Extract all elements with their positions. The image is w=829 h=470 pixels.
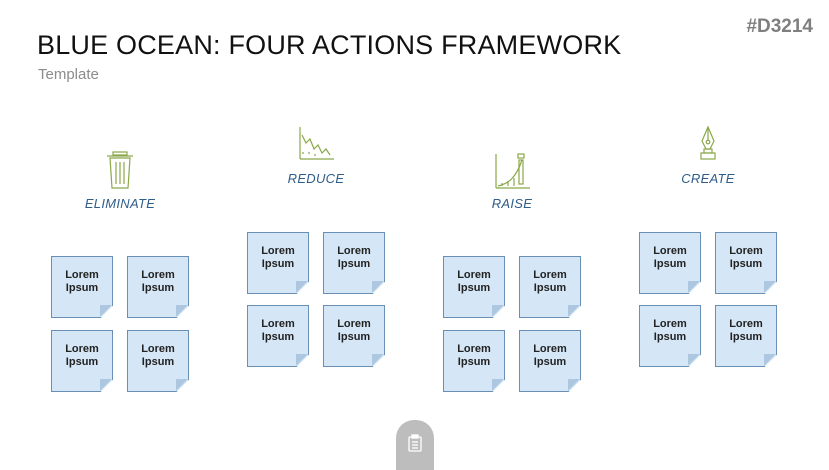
action-column-eliminate: ELIMINATE (40, 150, 200, 400)
sticky-note: Lorem Ipsum (443, 256, 505, 318)
sticky-note: Lorem Ipsum (639, 232, 701, 294)
fountain-pen-icon (700, 125, 716, 160)
sticky-note: Lorem Ipsum (519, 256, 581, 318)
action-column-create: CREATE (628, 125, 788, 375)
page-title: BLUE OCEAN: FOUR ACTIONS FRAMEWORK (37, 30, 622, 60)
sticky-note: Lorem Ipsum (323, 232, 385, 294)
action-label-eliminate: ELIMINATE (84, 196, 156, 211)
slide-code: #D3214 (746, 16, 813, 37)
trash-bin-icon (107, 151, 133, 189)
action-column-raise: RAISE (432, 150, 592, 400)
clipboard-icon (408, 434, 422, 452)
sticky-note: Lorem Ipsum (715, 305, 777, 367)
sticky-note: Lorem Ipsum (715, 232, 777, 294)
sticky-note: Lorem Ipsum (127, 256, 189, 318)
declining-chart-icon (299, 127, 334, 160)
rising-chart-icon (495, 153, 530, 189)
notes-tab[interactable] (396, 420, 434, 470)
action-label-reduce: REDUCE (287, 171, 345, 186)
sticky-note: Lorem Ipsum (639, 305, 701, 367)
sticky-note: Lorem Ipsum (443, 330, 505, 392)
sticky-note: Lorem Ipsum (127, 330, 189, 392)
sticky-note: Lorem Ipsum (247, 232, 309, 294)
action-label-raise: RAISE (491, 196, 533, 211)
action-label-create: CREATE (681, 171, 735, 186)
sticky-note: Lorem Ipsum (323, 305, 385, 367)
action-column-reduce: REDUCE (236, 125, 396, 375)
sticky-note: Lorem Ipsum (519, 330, 581, 392)
sticky-note: Lorem Ipsum (51, 256, 113, 318)
sticky-note: Lorem Ipsum (247, 305, 309, 367)
sticky-note: Lorem Ipsum (51, 330, 113, 392)
page-subtitle: Template (38, 66, 99, 83)
